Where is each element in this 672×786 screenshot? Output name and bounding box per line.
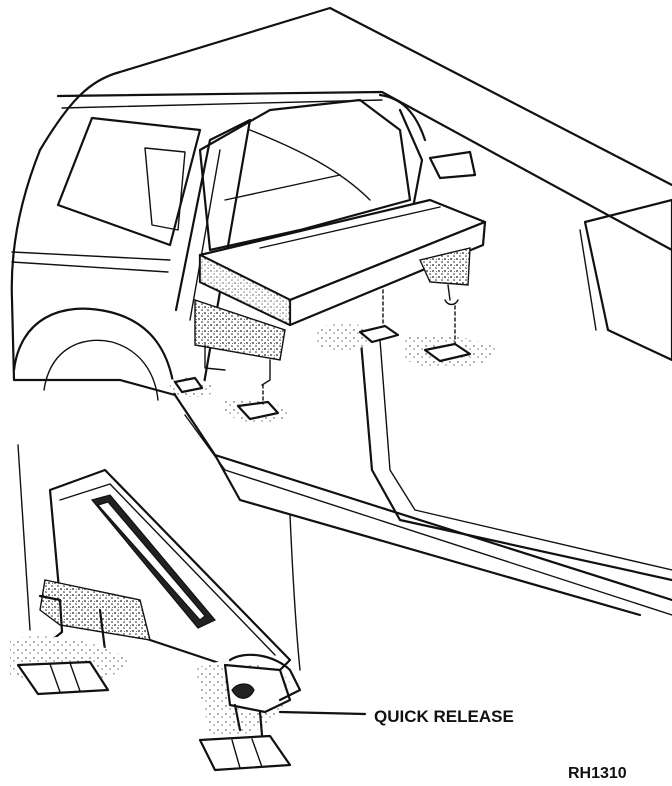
figure-code: RH1310 bbox=[568, 765, 627, 782]
latch-detail bbox=[10, 444, 367, 772]
front-seat bbox=[194, 98, 487, 386]
quick-release-label: QUICK RELEASE bbox=[374, 707, 514, 726]
floor-anchors bbox=[170, 289, 500, 424]
